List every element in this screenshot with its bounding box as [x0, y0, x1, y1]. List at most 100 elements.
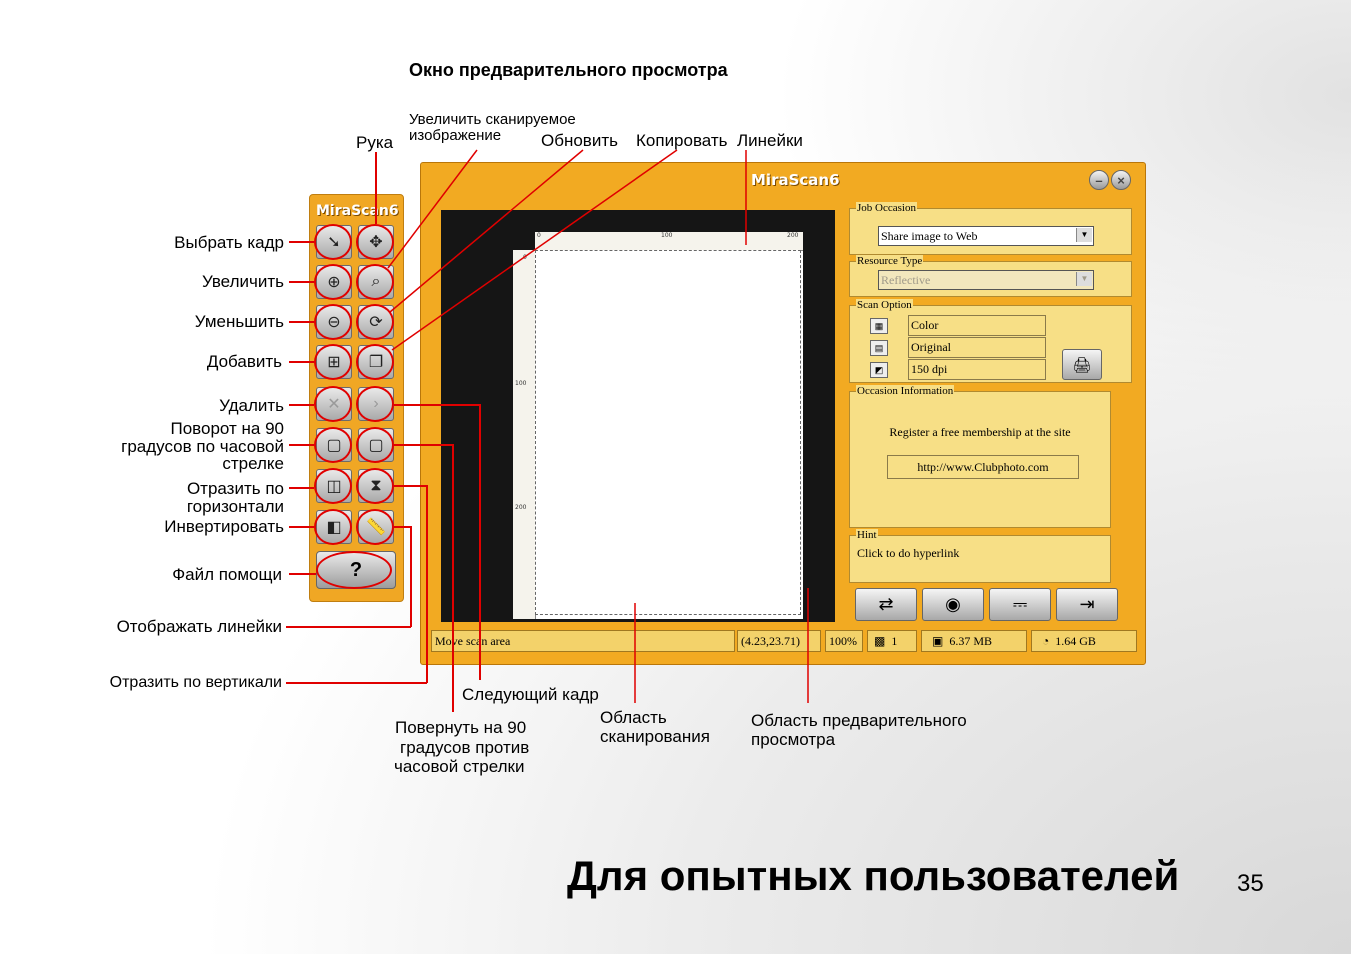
- resource-type-panel: Resource Type Reflective ▼: [849, 255, 1132, 297]
- main-window-title: MiraScan6: [751, 171, 840, 189]
- chevron-down-icon: ▼: [1076, 272, 1092, 286]
- scan-size-icon: ▤: [870, 340, 888, 356]
- frames-icon: ▩: [874, 634, 886, 648]
- label-flip-h-2: горизонтали: [186, 497, 284, 516]
- label-hand: Рука: [356, 133, 394, 152]
- occasion-info-text: Register a free membership at the site: [889, 425, 1071, 439]
- vertical-ruler: 0 100 200: [513, 250, 536, 619]
- frame-count-value: 1: [891, 634, 898, 648]
- transfer-button[interactable]: ⇄: [855, 588, 917, 621]
- label-scan-area-1: Область: [600, 708, 667, 727]
- resolution-icon: ◩: [870, 362, 888, 378]
- label-preview-area-2: просмотра: [751, 730, 836, 749]
- ruler-tick-label: 200: [515, 504, 527, 511]
- label-show-rulers: Отображать линейки: [116, 617, 282, 636]
- scan-button[interactable]: ⎓: [989, 588, 1051, 621]
- scanner-settings-icon: 🖨: [1072, 356, 1092, 374]
- callout-ring: [314, 468, 352, 504]
- ruler-tick-label: 100: [515, 380, 527, 387]
- label-preview-area-1: Область предварительного: [751, 711, 967, 730]
- scan-option-title: Scan Option: [856, 299, 913, 311]
- page-number: 35: [1237, 870, 1264, 897]
- ruler-tick-label: 200: [787, 232, 799, 239]
- callout-ring: [356, 468, 394, 504]
- callout-ring: [356, 386, 394, 422]
- label-rulers: Линейки: [737, 131, 803, 150]
- ruler-tick-label: 0: [523, 254, 527, 261]
- disk-icon: ◔: [1042, 634, 1050, 648]
- minimize-icon: –: [1095, 172, 1103, 188]
- status-image-size: ▣ 6.37 MB: [921, 630, 1027, 652]
- job-occasion-title: Job Occasion: [856, 202, 917, 214]
- resource-type-title: Resource Type: [856, 255, 924, 267]
- callout-ring: [314, 224, 352, 260]
- minimize-button[interactable]: –: [1089, 170, 1109, 190]
- preview-area[interactable]: 0 100 200 0 100 200: [441, 210, 835, 622]
- callout-ring: [314, 344, 352, 380]
- label-copy: Копировать: [636, 131, 728, 150]
- image-size-value: 6.37 MB: [949, 634, 993, 648]
- resource-type-select[interactable]: Reflective ▼: [878, 270, 1094, 290]
- job-occasion-select[interactable]: Share image to Web ▼: [878, 226, 1094, 246]
- scan-size-field[interactable]: Original: [908, 337, 1046, 358]
- close-button[interactable]: ×: [1111, 170, 1131, 190]
- label-rotate-cw-2: градусов по часовой: [121, 437, 284, 456]
- advanced-settings-button[interactable]: 🖨: [1062, 349, 1102, 380]
- scan-option-panel: Scan Option ▦ Color ▤ Original ◩ 150 dpi…: [849, 299, 1132, 383]
- callout-ring: [356, 427, 394, 463]
- occasion-info-panel: Occasion Information Register a free mem…: [849, 385, 1111, 528]
- ruler-tick-label: 100: [661, 232, 673, 239]
- clubphoto-link[interactable]: http://www.Clubphoto.com: [887, 455, 1079, 479]
- callout-ring: [356, 304, 394, 340]
- callout-ring: [314, 304, 352, 340]
- label-select-frame: Выбрать кадр: [174, 233, 284, 252]
- label-flip-h-1: Отразить по: [186, 479, 284, 498]
- label-zoom-scan-1: Увеличить сканируемое: [409, 111, 576, 128]
- hint-title: Hint: [856, 529, 878, 541]
- label-next-frame: Следующий кадр: [462, 685, 599, 704]
- label-scan-area-2: сканирования: [600, 727, 710, 746]
- label-flip-v: Отразить по вертикали: [109, 674, 282, 691]
- label-zoom-in: Увеличить: [202, 272, 284, 291]
- preview-button[interactable]: ◉: [922, 588, 984, 621]
- resolution-field[interactable]: 150 dpi: [908, 359, 1046, 380]
- resource-type-value: Reflective: [881, 273, 931, 287]
- job-occasion-panel: Job Occasion Share image to Web ▼: [849, 202, 1132, 255]
- callout-ring: [356, 509, 394, 545]
- status-frame-count: ▩ 1: [867, 630, 917, 652]
- label-rotate-ccw-2: градусов против: [400, 738, 530, 757]
- color-mode-field[interactable]: Color: [908, 315, 1046, 336]
- scanner-icon: ⎓: [1012, 594, 1028, 614]
- callout-ring: [356, 344, 394, 380]
- label-refresh: Обновить: [541, 131, 618, 150]
- callout-ring: [314, 264, 352, 300]
- floppy-disk-icon: ▣: [932, 634, 944, 648]
- callout-ring: [314, 386, 352, 422]
- callout-ring: [314, 427, 352, 463]
- section-title: Для опытных пользователей: [567, 852, 1180, 899]
- callout-ring: [356, 224, 394, 260]
- status-disk-space: ◔ 1.64 GB: [1031, 630, 1137, 652]
- label-rotate-ccw-1: Повернуть на 90: [395, 718, 527, 737]
- hint-panel: Hint Click to do hyperlink: [849, 529, 1111, 583]
- label-rotate-ccw-3: часовой стрелки: [394, 757, 525, 776]
- page-heading: Окно предварительного просмотра: [409, 60, 728, 80]
- callout-ring: [316, 551, 392, 589]
- swap-arrows-icon: ⇄: [878, 594, 894, 614]
- color-mode-icon: ▦: [870, 318, 888, 334]
- mirascan-main-window: MiraScan6 – × 0 100 200 0 100 200 Job Oc…: [420, 162, 1146, 665]
- ruler-tick-label: 0: [537, 232, 541, 239]
- horizontal-ruler: 0 100 200: [535, 232, 803, 251]
- label-invert: Инвертировать: [164, 517, 284, 536]
- close-icon: ×: [1117, 172, 1125, 188]
- scan-area[interactable]: [535, 250, 801, 615]
- exit-button[interactable]: ⇥: [1056, 588, 1118, 621]
- chevron-down-icon: ▼: [1076, 228, 1092, 242]
- callout-ring: [356, 264, 394, 300]
- status-message: Move scan area: [431, 630, 735, 652]
- label-rotate-cw-3: стрелке: [222, 454, 284, 473]
- occasion-info-title: Occasion Information: [856, 385, 955, 397]
- label-zoom-out: Уменьшить: [194, 312, 284, 331]
- label-zoom-scan-2: изображение: [409, 127, 502, 144]
- label-add: Добавить: [206, 352, 282, 371]
